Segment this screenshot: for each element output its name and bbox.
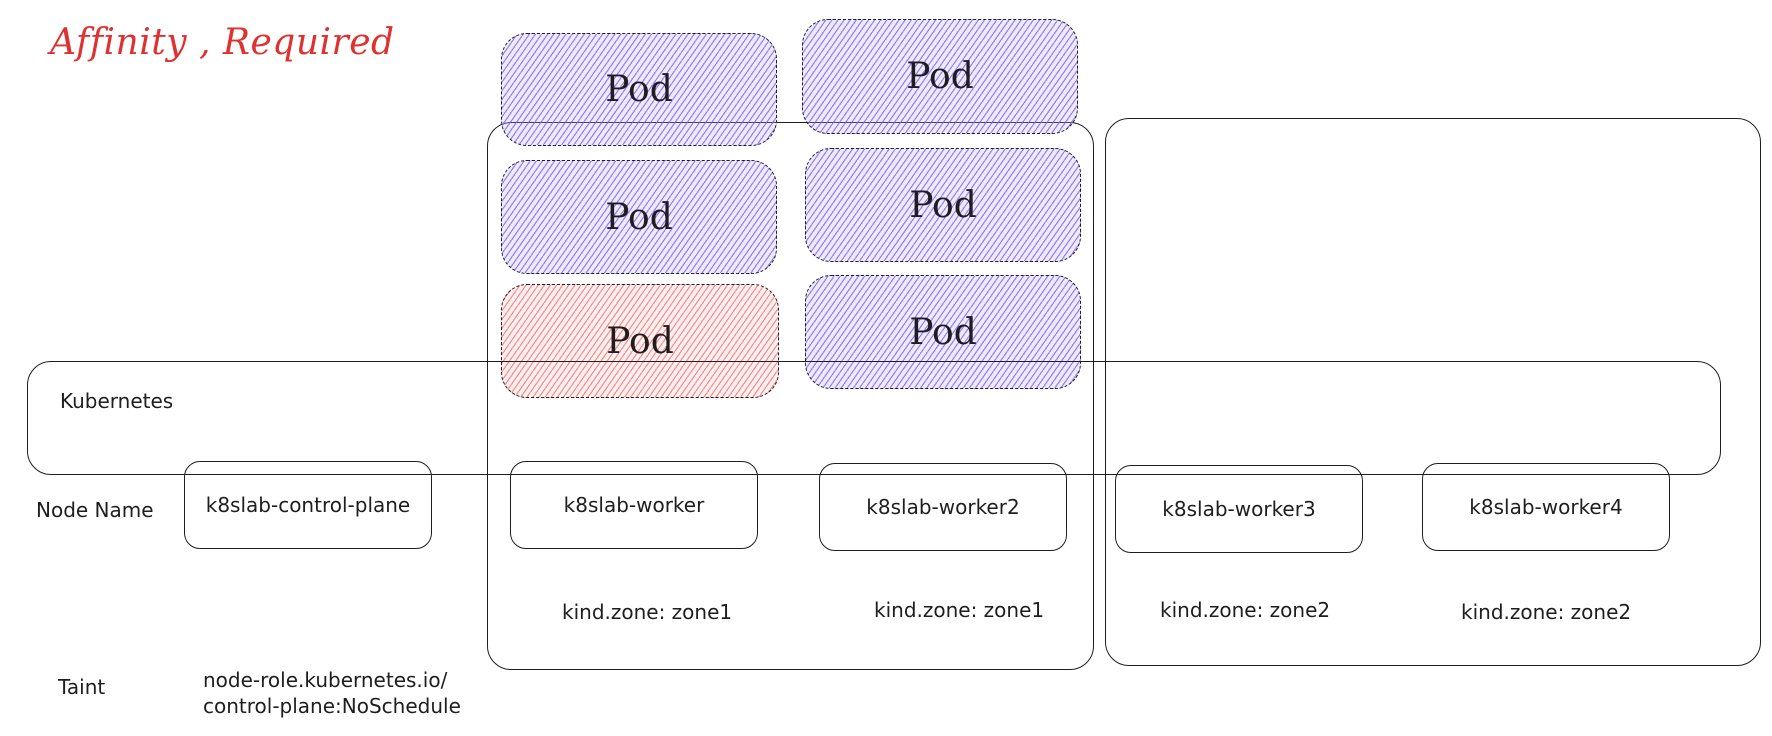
node-worker: k8slab-worker xyxy=(510,461,758,549)
node-name-row-label: Node Name xyxy=(36,498,154,522)
pod-worker2-1: Pod xyxy=(802,19,1078,134)
node-name-label: k8slab-worker xyxy=(563,493,705,517)
node-worker3: k8slab-worker3 xyxy=(1115,465,1363,553)
pod-worker2-2: Pod xyxy=(805,148,1081,262)
zone-label-worker4: kind.zone: zone2 xyxy=(1461,600,1632,624)
node-control-plane: k8slab-control-plane xyxy=(184,461,432,549)
node-worker4: k8slab-worker4 xyxy=(1422,463,1670,551)
node-name-label: k8slab-control-plane xyxy=(205,493,411,517)
pod-worker-2: Pod xyxy=(501,160,777,274)
pod-worker-1: Pod xyxy=(501,33,777,146)
pod-worker-3-pending: Pod xyxy=(501,284,779,398)
pod-label: Pod xyxy=(605,69,673,110)
pod-label: Pod xyxy=(909,184,977,226)
diagram-title: Affinity , Required xyxy=(50,22,395,63)
taint-text-line2: control-plane:NoSchedule xyxy=(203,694,461,718)
kubernetes-cluster-box xyxy=(27,361,1721,475)
zone-label-worker: kind.zone: zone1 xyxy=(562,600,733,624)
taint-text-line1: node-role.kubernetes.io/ xyxy=(203,668,448,692)
pod-label: Pod xyxy=(906,56,974,97)
taint-row-label: Taint xyxy=(58,675,106,699)
kubernetes-label: Kubernetes xyxy=(60,389,174,413)
node-name-label: k8slab-worker3 xyxy=(1162,497,1316,521)
zone-label-worker3: kind.zone: zone2 xyxy=(1160,598,1331,622)
node-name-label: k8slab-worker4 xyxy=(1469,495,1623,519)
zone-label-worker2: kind.zone: zone1 xyxy=(874,598,1045,622)
pod-label: Pod xyxy=(605,196,673,238)
node-name-label: k8slab-worker2 xyxy=(866,495,1020,519)
node-worker2: k8slab-worker2 xyxy=(819,463,1067,551)
zone1-group-box xyxy=(487,122,1094,670)
pod-label: Pod xyxy=(909,311,977,353)
zone2-group-box xyxy=(1105,118,1761,666)
pod-worker2-3: Pod xyxy=(805,275,1081,389)
pod-label: Pod xyxy=(606,320,674,362)
